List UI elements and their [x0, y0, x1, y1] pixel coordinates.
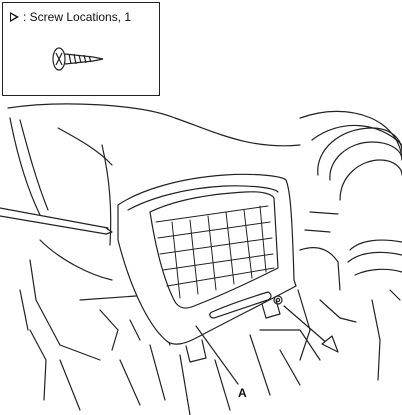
legend-box: : Screw Locations, 1	[2, 2, 160, 96]
air-vent-assembly	[117, 173, 297, 363]
dashboard-outline	[7, 103, 301, 411]
legend-label: : Screw Locations, 1	[23, 10, 132, 24]
callout-label-a: A	[238, 386, 247, 400]
screw-icon	[52, 47, 104, 71]
legend-entry: : Screw Locations, 1	[10, 10, 131, 24]
pry-tool	[0, 207, 113, 235]
lower-console	[179, 329, 321, 415]
instrument-cluster	[297, 110, 402, 381]
louver-grid	[155, 205, 275, 299]
triangle-outline-icon	[10, 12, 19, 22]
screw-location-arrow	[283, 305, 339, 353]
callout-leader	[195, 325, 239, 385]
